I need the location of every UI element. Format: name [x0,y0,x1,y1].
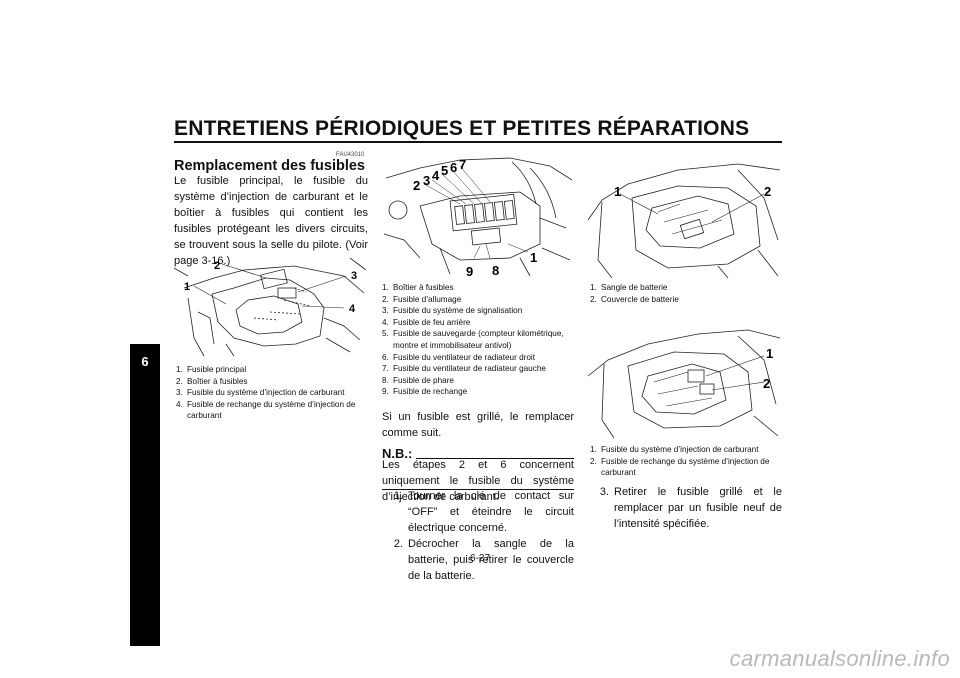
figure2-captions: 1.Boîtier à fusibles 2.Fusible d’allumag… [382,282,574,398]
watermark: carmanualsonline.info [729,646,950,671]
caption-item: 4.Fusible de rechange du système d’injec… [176,399,356,421]
steps-list-2: 3.Retirer le fusible grillé et le rempla… [588,484,782,532]
caption-item: 2.Couvercle de batterie [590,294,679,304]
page-number: 6-27 [469,553,490,564]
title-rule [174,141,782,143]
caption-item: 1.Sangle de batterie [590,283,668,292]
battery-figure: 1 2 [588,163,781,279]
caption-item: 5.Fusible de sauvegarde (compteur kilomé… [382,329,564,350]
callout-1: 1 [184,281,190,293]
callout-8: 8 [492,263,499,278]
callout-2: 2 [763,376,770,391]
caption-item: 7.Fusible du ventilateur de radiateur ga… [382,364,546,374]
replace-paragraph: Si un fusible est grillé, le remplacer c… [382,411,574,439]
callout-2: 2 [214,260,220,272]
callout-4: 4 [432,168,440,183]
steps-list-1: 1.Tourner la clé de contact sur “OFF” et… [382,488,574,584]
caption-item: 9.Fusible de rechange [382,387,468,397]
callout-7: 7 [459,157,466,172]
caption-item: 1.Boîtier à fusibles [382,283,454,292]
fuse-box-figure: 2 3 4 5 6 7 9 8 1 [383,157,573,278]
caption-item: 4.Fusible de feu arrière [382,317,471,327]
page-title: ENTRETIENS PÉRIODIQUES ET PETITES RÉPARA… [174,117,750,140]
nb-label: N.B.: [382,446,413,461]
intro-paragraph: Le fusible principal, le fusible du syst… [174,175,368,267]
caption-item: 2.Boîtier à fusibles [176,376,248,386]
step-item: 1.Tourner la clé de contact sur “OFF” et… [393,490,574,534]
nb-rule [416,458,574,459]
chapter-number: 6 [141,354,149,369]
step-item: 3.Retirer le fusible grillé et le rempla… [599,486,782,530]
figure1-captions: 1.Fusible principal 2.Boîtier à fusibles… [176,364,370,422]
callout-1: 1 [530,250,537,265]
caption-item: 1.Fusible principal [176,365,247,374]
callout-2: 2 [413,178,420,193]
figure4-captions: 1.Fusible du système d’injection de carb… [590,444,782,479]
caption-item: 2.Fusible d’allumage [382,294,462,304]
main-fuse-figure: 1 2 3 4 [174,257,367,357]
chapter-tab: 6 [130,344,160,646]
callout-5: 5 [441,163,448,178]
callout-3: 3 [423,173,430,188]
caption-item: 6.Fusible du ventilateur de radiateur dr… [382,352,535,362]
callout-1: 1 [766,346,773,361]
caption-item: 8.Fusible de phare [382,375,454,385]
callout-6: 6 [450,160,457,175]
caption-item: 3.Fusible du système d’injection de carb… [176,388,345,398]
caption-item: 3.Fusible du système de signalisation [382,306,523,316]
caption-item: 1.Fusible du système d’injection de carb… [590,445,759,454]
section-code: FAU43010 [336,152,365,158]
step-item: 2.Décrocher la sangle de la batterie, pu… [393,538,574,582]
injection-fuse-figure: 1 2 [588,329,781,439]
callout-1: 1 [614,184,621,199]
callout-2: 2 [764,184,771,199]
callout-4: 4 [349,303,356,315]
nb-bottom-rule [382,489,574,490]
caption-item: 2.Fusible de rechange du système d’injec… [590,456,770,478]
nb-text: Les étapes 2 et 6 concernent uniquement … [382,459,574,503]
figure3-captions: 1.Sangle de batterie 2.Couvercle de batt… [590,282,782,305]
callout-9: 9 [466,264,473,278]
callout-3: 3 [351,270,357,282]
section-heading: Remplacement des fusibles [174,158,365,174]
